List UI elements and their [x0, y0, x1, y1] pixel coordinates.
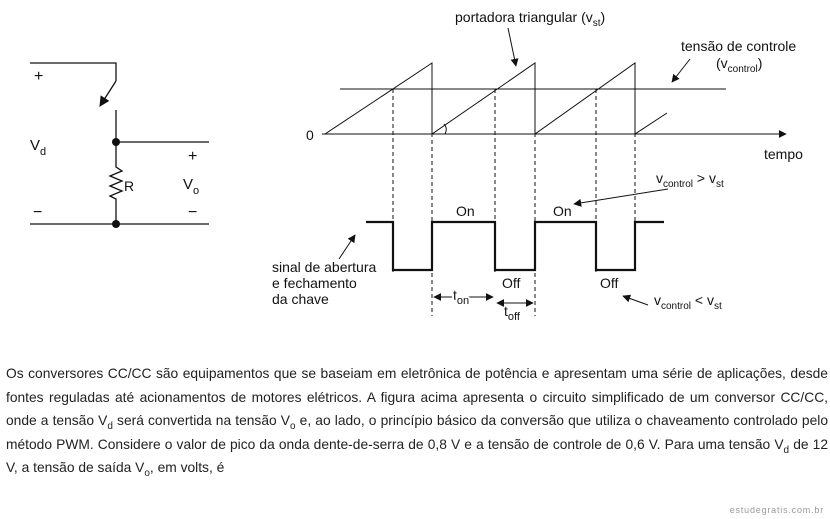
resistor-symbol — [108, 142, 124, 224]
time-axis-label: tempo — [764, 146, 803, 162]
switch-signal-pointer-arrow — [338, 234, 356, 260]
control-label-line1: tensão de controle — [681, 38, 796, 54]
vd-label: Vd — [30, 137, 46, 158]
vo-label: Vo — [183, 176, 199, 197]
on-label-1: On — [456, 203, 475, 219]
switch-signal-label-line1: sinal de abertura — [272, 259, 377, 275]
top-node-wire — [115, 110, 209, 143]
watermark: estudegratis.com.br — [729, 505, 824, 515]
switch-signal-label-line3: da chave — [272, 291, 329, 307]
control-label-line2: (vcontrol) — [716, 55, 762, 75]
pwm-converter-diagram: + R Vd − + Vo − portadora triangular (vs… — [30, 9, 803, 323]
buck-circuit: + R Vd − + Vo − — [30, 62, 209, 228]
comparison-greater-label: vcontrol > vst — [656, 170, 724, 190]
switch-signal-label-line2: e fechamento — [272, 275, 357, 291]
on-label-2: On — [553, 203, 572, 219]
pwm-waveforms: portadora triangular (vst) tensão de con… — [272, 9, 803, 323]
off-label-2: Off — [600, 275, 619, 291]
resistor-label: R — [124, 178, 134, 194]
output-minus-sign: − — [188, 204, 197, 221]
comparison-greater-arrow — [573, 188, 669, 207]
switch-lead — [30, 62, 117, 81]
switch-signal-waveform — [366, 220, 664, 272]
bottom-node-dot — [112, 220, 120, 228]
source-minus-sign: − — [33, 204, 42, 221]
carrier-label: portadora triangular (vst) — [455, 9, 605, 29]
control-pointer-arrow — [671, 58, 691, 83]
comparison-less-arrow — [622, 294, 649, 306]
output-plus-sign: + — [188, 148, 197, 165]
toff-label: toff — [504, 303, 521, 323]
carrier-pointer-arrow — [507, 27, 519, 67]
slope-angle-arc — [443, 123, 447, 135]
comparison-less-label: vcontrol < vst — [654, 292, 722, 312]
off-label-1: Off — [502, 275, 521, 291]
source-plus-sign: + — [34, 68, 43, 85]
question-text: Os conversores CC/CC são equipamentos qu… — [6, 366, 829, 479]
triangular-carrier — [324, 62, 668, 135]
zero-label: 0 — [306, 127, 314, 143]
ton-label: ton — [453, 287, 469, 307]
switch-blade-arrow — [99, 80, 117, 107]
